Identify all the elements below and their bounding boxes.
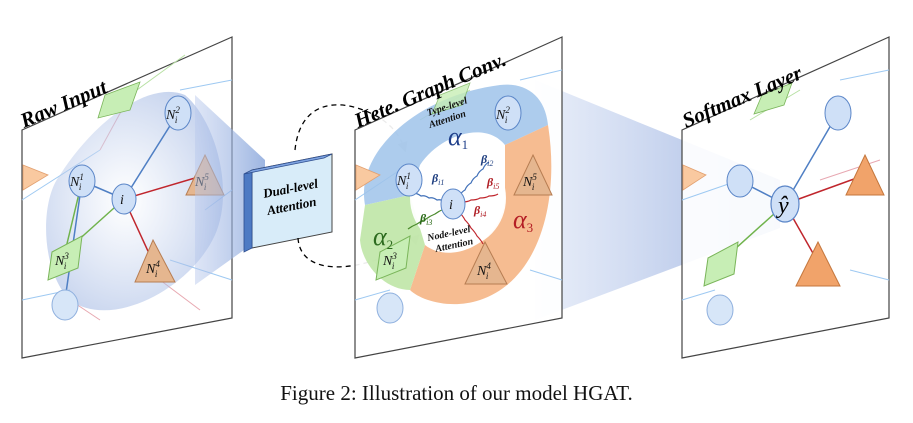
softmax-orange-triangle-left [682, 164, 707, 191]
svg-text:N3i: N3i [54, 251, 69, 271]
figure-caption: Figure 2: Illustration of our model HGAT… [280, 381, 633, 405]
svg-text:i: i [449, 198, 453, 213]
output-label: ŷ [776, 193, 789, 219]
alpha-1: α1 [448, 122, 468, 152]
softmax-node-n1 [726, 164, 754, 198]
softmax-node-n4 [795, 240, 841, 287]
beta-i3: βi3 [419, 211, 432, 227]
beta-i4: βi4 [473, 203, 486, 219]
raw-input-panel: N1i N2i i N3i N4i N5i Raw Input [16, 36, 233, 359]
ring-region-green [360, 195, 425, 290]
beta-i1: βi1 [431, 171, 444, 187]
hete-green-parallelogram-top [431, 82, 471, 115]
hete-node-bottom [376, 292, 404, 324]
alpha-3: α3 [513, 205, 533, 235]
raw-input-node-center: i [111, 183, 137, 215]
dual-level-attention-box: Dual-level Attention [243, 153, 333, 253]
svg-text:N5i: N5i [522, 172, 537, 192]
output-node: ŷ [770, 185, 800, 223]
svg-text:i: i [120, 193, 124, 208]
beam-right [535, 80, 780, 320]
softmax-node-n3 [703, 241, 739, 287]
svg-text:N4i: N4i [476, 261, 491, 281]
svg-text:N1i: N1i [396, 171, 411, 191]
raw-input-green-parallelogram-top [97, 81, 141, 119]
softmax-green-parallelogram-top [753, 82, 793, 115]
softmax-background-edges [681, 69, 890, 301]
svg-text:N2i: N2i [165, 105, 180, 125]
softmax-node-n2 [824, 95, 852, 131]
svg-text:N3i: N3i [382, 251, 397, 271]
hete-node-center: i [440, 188, 466, 220]
softmax-node-bottom [706, 294, 734, 326]
ring-region-orange [410, 125, 552, 305]
svg-text:N4i: N4i [145, 259, 160, 279]
softmax-node-n5 [845, 153, 885, 196]
beta-i5: βi5 [486, 175, 499, 191]
raw-input-node-bottom [51, 289, 79, 321]
beta-i2: βi2 [480, 152, 493, 168]
dashed-arrow-bottom [297, 234, 420, 268]
alpha-2: α2 [373, 222, 393, 252]
svg-text:N2i: N2i [495, 105, 510, 125]
softmax-panel: ŷ Softmax Layer [679, 36, 890, 359]
hete-orange-triangle-left [355, 164, 381, 191]
svg-text:N1i: N1i [69, 172, 84, 192]
raw-input-orange-triangle-left [22, 164, 49, 191]
